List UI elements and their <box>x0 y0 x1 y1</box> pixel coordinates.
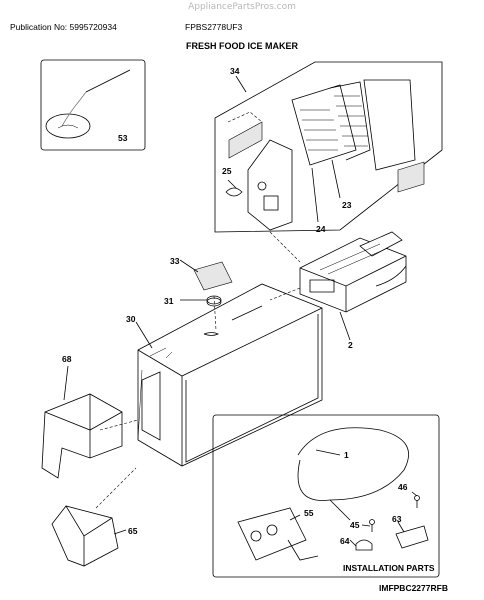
fill-tube-box <box>40 59 146 151</box>
pad-and-nut <box>193 261 233 307</box>
callout-33: 33 <box>170 256 180 266</box>
callout-30: 30 <box>126 314 136 324</box>
publication-number: Publication No: 5995720934 <box>10 22 117 32</box>
leader-lines <box>63 75 418 547</box>
callout-64: 64 <box>340 536 350 546</box>
callout-24: 24 <box>316 224 326 234</box>
dash-line <box>269 231 301 263</box>
section-title: FRESH FOOD ICE MAKER <box>185 41 298 51</box>
callout-45: 45 <box>350 520 360 530</box>
diagram-code: IMFPBC2277RFB <box>379 583 448 593</box>
callout-68: 68 <box>62 354 72 364</box>
callout-53: 53 <box>118 133 128 143</box>
callout-2: 2 <box>348 340 353 350</box>
model-number: FPBS2778UF3 <box>185 22 243 32</box>
callout-1: 1 <box>344 450 349 460</box>
callout-65: 65 <box>128 526 138 536</box>
ice-bin-housing <box>137 283 323 467</box>
dash-line <box>95 467 137 509</box>
callout-34: 34 <box>230 66 240 76</box>
callout-23: 23 <box>342 200 352 210</box>
installation-parts-box <box>212 414 440 578</box>
callout-46: 46 <box>398 482 408 492</box>
dash-line <box>99 419 139 431</box>
callout-63: 63 <box>392 514 402 524</box>
callout-25: 25 <box>222 166 232 176</box>
dash-line <box>213 295 217 331</box>
ice-maker-assembly <box>299 231 407 313</box>
callout-31: 31 <box>164 296 174 306</box>
ice-mold-parts-box <box>214 61 443 233</box>
callout-55: 55 <box>304 508 314 518</box>
drip-tray <box>51 505 119 567</box>
dash-line <box>269 287 301 301</box>
watermark-text: AppliancePartsPros.com <box>188 2 296 12</box>
front-cover <box>41 393 123 479</box>
installation-parts-label: INSTALLATION PARTS <box>343 563 435 573</box>
